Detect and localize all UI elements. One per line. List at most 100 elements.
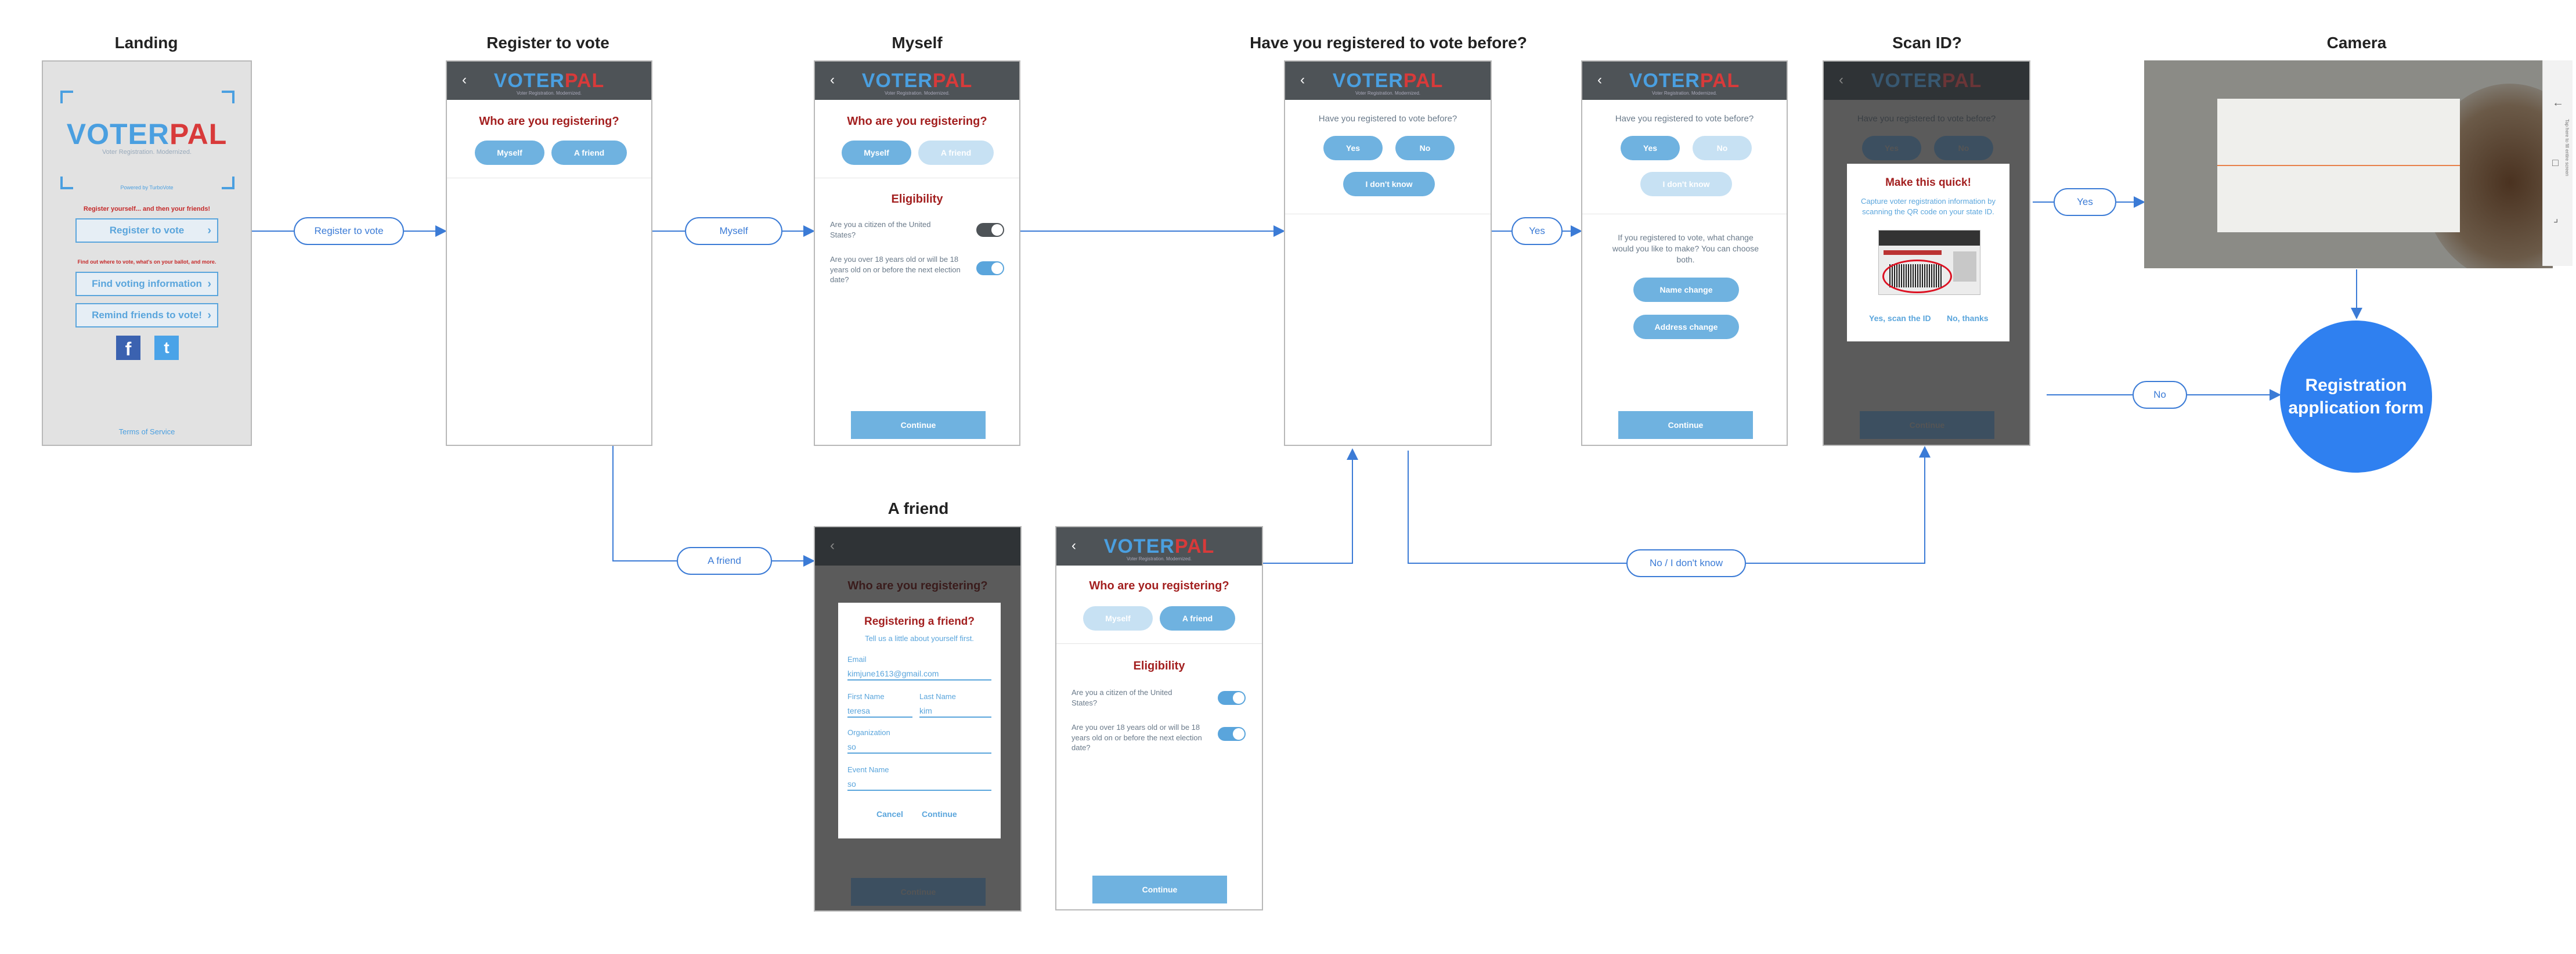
cancel-link[interactable]: Cancel — [876, 809, 903, 819]
email-label: Email — [847, 655, 867, 664]
friend-button[interactable]: A friend — [918, 141, 994, 165]
last-name-field[interactable]: kim — [919, 706, 991, 718]
app-header: ‹ — [815, 527, 1020, 566]
continue-link[interactable]: Continue — [922, 809, 957, 819]
scan-line — [2217, 165, 2460, 166]
find-voting-button[interactable]: Find voting information› — [75, 272, 218, 296]
age-toggle[interactable] — [976, 261, 1004, 275]
registered-screen: ‹ VOTERPAL Voter Registration. Modernize… — [1284, 60, 1492, 446]
fullscreen-hint: Tap here to fill entire screen — [2564, 118, 2570, 177]
scan-corner-icon — [60, 177, 73, 189]
friend-button[interactable]: A friend — [1160, 606, 1235, 631]
app-logo: VOTERPAL — [1332, 70, 1444, 92]
back-icon[interactable]: ‹ — [462, 72, 467, 88]
friend-button[interactable]: A friend — [551, 141, 627, 165]
flow-label-no: No — [2133, 381, 2187, 409]
address-change-button[interactable]: Address change — [1633, 315, 1739, 339]
flow-label-myself: Myself — [685, 217, 782, 245]
no-thanks-link[interactable]: No, thanks — [1947, 314, 1989, 323]
back-icon[interactable]: ‹ — [1839, 72, 1843, 88]
dont-know-button[interactable]: I don't know — [1343, 172, 1435, 196]
logo-tagline: Voter Registration. Modernized. — [1355, 91, 1421, 96]
myself-button[interactable]: Myself — [842, 141, 911, 165]
yes-button[interactable]: Yes — [1621, 136, 1680, 160]
flow-label-register: Register to vote — [294, 217, 404, 245]
email-field[interactable]: kimjune1613@gmail.com — [847, 669, 991, 681]
register-screen: ‹ VOTERPAL Voter Registration. Modernize… — [446, 60, 652, 446]
event-name-field[interactable]: so — [847, 779, 991, 791]
landing-screen: VOTERPAL Voter Registration. Modernized.… — [42, 60, 252, 446]
home-square-icon[interactable]: □ — [2552, 157, 2559, 168]
organization-field[interactable]: so — [847, 742, 991, 754]
continue-button[interactable]: Continue — [1618, 411, 1753, 439]
app-logo: VOTERPAL — [1629, 70, 1740, 92]
flow-label-friend: A friend — [677, 547, 772, 575]
scan-modal-text: Capture voter registration information b… — [1861, 197, 1996, 216]
back-arrow-icon[interactable]: ← — [2552, 96, 2564, 109]
continue-button[interactable]: Continue — [851, 411, 986, 439]
bg-continue-button: Continue — [851, 878, 986, 906]
back-icon[interactable]: ‹ — [1597, 72, 1602, 88]
scan-modal: Make this quick! Capture voter registrat… — [1847, 164, 2009, 341]
myself-button[interactable]: Myself — [475, 141, 544, 165]
age-question: Are you over 18 years old or will be 18 … — [830, 255, 961, 285]
last-name-label: Last Name — [919, 692, 956, 701]
landing-tagline: Voter Registration. Modernized. — [102, 149, 192, 156]
chevron-right-icon: › — [207, 309, 211, 322]
register-prompt: Register yourself... and then your frien… — [83, 206, 211, 213]
logo-tagline: Voter Registration. Modernized. — [884, 91, 950, 96]
dont-know-button[interactable]: I don't know — [1640, 172, 1732, 196]
continue-button[interactable]: Continue — [1092, 876, 1227, 903]
first-name-label: First Name — [847, 692, 885, 701]
event-name-label: Event Name — [847, 765, 889, 774]
registered-question: Have you registered to vote before? — [1615, 114, 1754, 124]
who-question: Who are you registering? — [479, 115, 619, 128]
app-header: ‹ VOTERPAL — [1824, 62, 2029, 100]
register-button[interactable]: Register to vote› — [75, 218, 218, 243]
logo-tagline: Voter Registration. Modernized. — [1126, 556, 1192, 561]
title-registered-before: Have you registered to vote before? — [1250, 34, 1527, 52]
yes-scan-link[interactable]: Yes, scan the ID — [1869, 314, 1931, 323]
who-question: Who are you registering? — [1089, 579, 1229, 592]
bg-yes-button: Yes — [1862, 136, 1921, 160]
registered-yes-screen: ‹ VOTERPAL Voter Registration. Modernize… — [1581, 60, 1788, 446]
app-header: ‹ VOTERPAL Voter Registration. Modernize… — [815, 62, 1019, 100]
title-friend: A friend — [887, 499, 949, 517]
age-question: Are you over 18 years old or will be 18 … — [1071, 723, 1202, 753]
terms-link[interactable]: Terms of Service — [118, 427, 175, 436]
citizen-toggle[interactable] — [976, 223, 1004, 237]
first-name-field[interactable]: teresa — [847, 706, 912, 718]
name-change-button[interactable]: Name change — [1633, 278, 1739, 302]
back-icon[interactable]: ‹ — [1300, 72, 1305, 88]
camera-view — [2144, 60, 2553, 268]
app-logo: VOTERPAL — [1103, 535, 1215, 557]
back-icon[interactable]: ‹ — [1071, 538, 1076, 553]
citizen-question: Are you a citizen of the United States? — [830, 220, 931, 239]
id-card-image — [1878, 230, 1980, 295]
friend-modal: Registering a friend? Tell us a little a… — [838, 603, 1001, 838]
twitter-icon[interactable]: t — [154, 336, 179, 360]
app-logo: VOTERPAL — [861, 70, 973, 92]
eligibility-heading: Eligibility — [1133, 660, 1185, 672]
remind-friends-button[interactable]: Remind friends to vote!› — [75, 303, 218, 327]
landing-logo: VOTERPAL — [66, 118, 228, 150]
scan-corner-icon — [222, 91, 234, 103]
title-camera: Camera — [2326, 34, 2387, 52]
friend-eligibility-screen: ‹ VOTERPAL Voter Registration. Modernize… — [1055, 526, 1263, 910]
camera-sidebar: ← Tap here to fill entire screen □ ⌟ — [2542, 60, 2573, 266]
myself-screen: ‹ VOTERPAL Voter Registration. Modernize… — [814, 60, 1020, 446]
friend-modal-subtitle: Tell us a little about yourself first. — [865, 634, 974, 643]
no-button[interactable]: No — [1693, 136, 1752, 160]
facebook-icon[interactable]: f — [116, 336, 140, 360]
citizen-toggle[interactable] — [1218, 691, 1246, 705]
yes-button[interactable]: Yes — [1323, 136, 1383, 160]
scan-id-screen: ‹ VOTERPAL Have you registered to vote b… — [1823, 60, 2030, 446]
back-icon[interactable]: ‹ — [830, 72, 835, 88]
flow-label-yes: Yes — [1511, 217, 1563, 245]
myself-button[interactable]: Myself — [1083, 606, 1153, 631]
recent-apps-icon[interactable]: ⌟ — [2553, 213, 2559, 224]
no-button[interactable]: No — [1395, 136, 1455, 160]
friend-modal-screen: ‹ Who are you registering? Continue Regi… — [814, 526, 1022, 912]
back-icon[interactable]: ‹ — [830, 538, 835, 553]
age-toggle[interactable] — [1218, 727, 1246, 741]
